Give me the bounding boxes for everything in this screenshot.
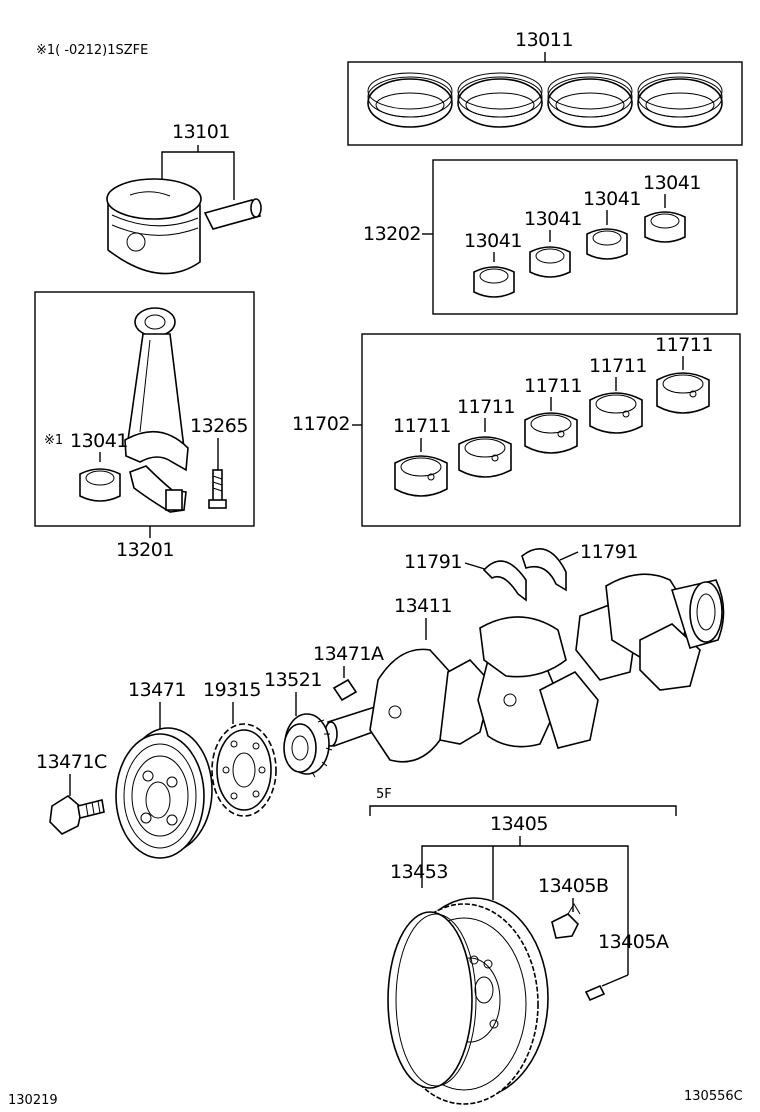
crankshaft-position-sensor-plate	[211, 723, 277, 817]
rod-bearings	[473, 194, 686, 298]
label-13041-d: 13041	[643, 172, 701, 194]
label-13471C: 13471C	[36, 751, 107, 773]
rod-bearing-13041	[79, 468, 121, 502]
label-13041-b: 13041	[524, 208, 582, 230]
label-13521: 13521	[264, 669, 322, 691]
label-13011: 13011	[515, 29, 573, 51]
flywheel-bolt	[551, 903, 581, 939]
label-13405A: 13405A	[598, 931, 669, 953]
pulley-bolt	[49, 795, 105, 835]
label-13265: 13265	[190, 415, 248, 437]
label-13041-a: 13041	[464, 230, 522, 252]
piston	[106, 178, 202, 275]
connecting-rod-set-box	[34, 291, 255, 527]
crankshaft-pulley	[115, 727, 213, 859]
footer-right-code: 130556C	[684, 1089, 743, 1104]
piston-rings	[367, 72, 723, 128]
label-11711-e: 11711	[655, 334, 713, 356]
connecting-rod	[124, 307, 189, 513]
label-13041-rod-mark: ※1	[44, 433, 63, 448]
label-13041-rod: 13041	[70, 430, 128, 452]
woodruff-key	[332, 678, 358, 702]
label-11791-b: 11791	[580, 541, 638, 563]
section-marker-5f: 5F	[376, 787, 392, 802]
label-13411: 13411	[394, 595, 452, 617]
label-13041-c: 13041	[583, 188, 641, 210]
label-11702: 11702	[292, 413, 350, 435]
thrust-washer-a	[482, 560, 527, 602]
applicability-note: ※1( -0212)1SZFE	[36, 43, 148, 58]
label-13453: 13453	[390, 861, 448, 883]
label-11711-b: 11711	[457, 396, 515, 418]
label-13201: 13201	[116, 539, 174, 561]
label-13405: 13405	[490, 813, 548, 835]
label-13101: 13101	[172, 121, 230, 143]
label-13471: 13471	[128, 679, 186, 701]
label-11711-a: 11711	[393, 415, 451, 437]
label-13202: 13202	[363, 223, 421, 245]
footer-left-code: 130219	[8, 1093, 58, 1108]
label-11711-c: 11711	[524, 375, 582, 397]
label-11791-a: 11791	[404, 551, 462, 573]
rod-bolt	[208, 469, 227, 509]
piston-pin	[203, 198, 262, 230]
label-19315: 19315	[203, 679, 261, 701]
piston-ring-set-box	[347, 61, 743, 146]
label-13405B: 13405B	[538, 875, 608, 897]
rod-bearing-set-box	[432, 159, 738, 315]
main-bearings	[394, 356, 710, 497]
ring-gear	[387, 911, 477, 1089]
crankshaft	[324, 573, 725, 763]
main-bearing-set-box	[361, 333, 741, 527]
label-11711-d: 11711	[589, 355, 647, 377]
thrust-washer-b	[521, 548, 567, 592]
label-13471A: 13471A	[313, 643, 384, 665]
knock-pin	[584, 984, 606, 1002]
crankshaft-timing-gear	[283, 713, 333, 778]
